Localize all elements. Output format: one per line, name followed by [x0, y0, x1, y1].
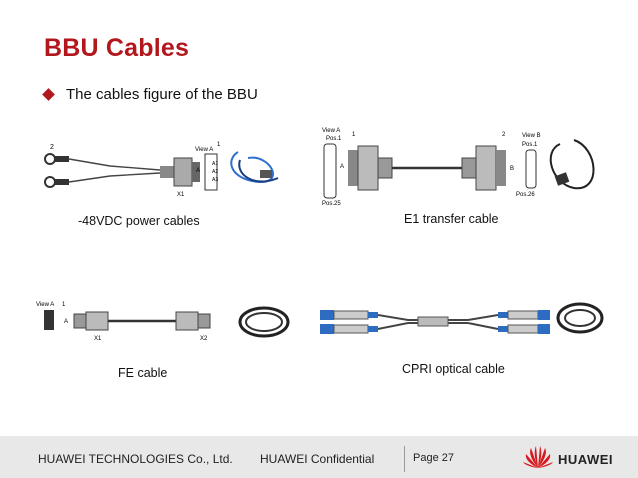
label-pos1a: Pos.1 [326, 136, 342, 142]
cpri-cable-caption: CPRI optical cable [402, 362, 505, 376]
label-a2: A2 [212, 169, 218, 175]
footer-divider [404, 446, 405, 472]
label-pos25: Pos.25 [322, 201, 341, 207]
label-a: A [64, 319, 68, 325]
label-a1: A1 [212, 161, 218, 167]
label-view-b: View B [522, 133, 541, 139]
label-a: A [340, 164, 344, 170]
footer-bar: HUAWEI TECHNOLOGIES Co., Ltd. HUAWEI Con… [0, 436, 638, 478]
label-n2: 2 [502, 132, 506, 138]
label-view-a: View A [36, 302, 54, 308]
diamond-bullet-icon [42, 88, 55, 101]
fe-cable-figure: View A 1 A X1 X2 [36, 302, 290, 342]
footer-confidential: HUAWEI Confidential [260, 452, 375, 466]
page-title: BBU Cables [44, 34, 190, 62]
power-cable-figure: 2 X1 View A 1 A A1 A2 A3 [44, 142, 279, 198]
label-n1: 1 [217, 142, 221, 148]
footer-page-number: Page 27 [413, 452, 454, 464]
cpri-cable-figure [320, 302, 604, 334]
label-view-a: View A [195, 147, 213, 153]
e1-cable-caption: E1 transfer cable [404, 212, 499, 226]
label-x2: X2 [200, 336, 208, 342]
power-cable-caption: -48VDC power cables [78, 214, 200, 228]
huawei-logo-icon [523, 446, 553, 468]
label-a: A [196, 168, 200, 174]
label-n1: 1 [62, 302, 66, 308]
label-b: B [510, 166, 514, 172]
label-pos26: Pos.26 [516, 192, 535, 198]
label-a3: A3 [212, 177, 218, 183]
label-n1: 1 [352, 132, 356, 138]
label-n2: 2 [50, 144, 54, 151]
label-x1: X1 [177, 192, 185, 198]
label-pos1b: Pos.1 [522, 142, 538, 148]
label-x1: X1 [94, 336, 102, 342]
e1-cable-figure: View A Pos.1 1 Pos.25 A 2 B View B Pos.1… [322, 128, 595, 207]
fe-cable-caption: FE cable [118, 366, 168, 380]
footer-company: HUAWEI TECHNOLOGIES Co., Ltd. [38, 452, 233, 466]
bullet-item: The cables figure of the BBU [42, 86, 258, 103]
label-view-a: View A [322, 128, 340, 134]
bullet-text: The cables figure of the BBU [66, 86, 258, 103]
huawei-brand-text: HUAWEI [558, 452, 613, 467]
